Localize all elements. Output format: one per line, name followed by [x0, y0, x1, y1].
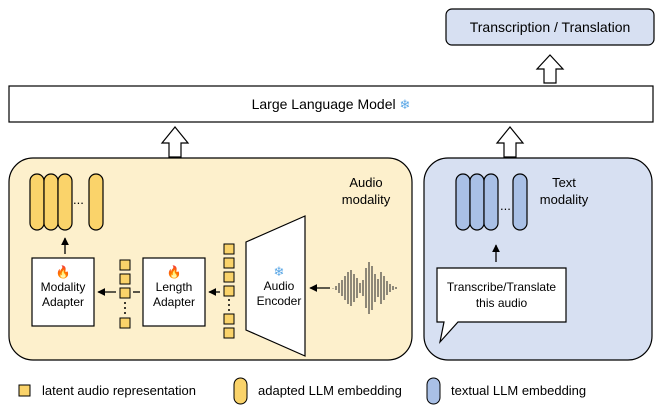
- modality-adapter-label: 🔥 Modality Adapter: [32, 265, 94, 310]
- hollow-arrow-llm-to-output: [535, 54, 565, 84]
- prompt-line1: Transcribe/Translate: [446, 280, 557, 294]
- adapted-embedding: [29, 173, 45, 231]
- adapted-embeddings: [29, 173, 104, 231]
- audio-modality-panel: [8, 157, 413, 361]
- adapted-embedding: [57, 173, 73, 231]
- latent-stack-short-dots: [124, 302, 126, 314]
- legend-label-adapted: adapted LLM embedding: [258, 383, 402, 398]
- latent-stack-long-dots: [228, 299, 230, 311]
- textual-embedding: [469, 173, 485, 231]
- audio-title-line2: modality: [341, 192, 391, 207]
- audio-encoder-label: ❄ Audio Encoder: [250, 264, 308, 309]
- textual-embedding: [512, 173, 528, 231]
- llm-label-wrap: Large Language Model ❄: [9, 96, 653, 113]
- length-adapter-line1: Length: [155, 280, 193, 294]
- length-adapter-label: 🔥 Length Adapter: [143, 265, 205, 310]
- fire-icon: 🔥: [166, 265, 182, 279]
- snowflake-icon: ❄: [399, 97, 411, 112]
- length-adapter-box: [142, 257, 206, 327]
- textual-embedding: [483, 173, 499, 231]
- text-embedding-ellipsis: ...: [500, 198, 511, 213]
- prompt-text: Transcribe/Translate this audio: [437, 279, 566, 311]
- fire-icon: 🔥: [55, 265, 71, 279]
- output-label: Transcription / Translation: [469, 19, 631, 35]
- audio-encoder-line1: Audio: [263, 279, 295, 293]
- audio-encoder-trapezoid: [245, 215, 306, 357]
- legend-square-swatch: [18, 384, 31, 397]
- text-modality-title: Text modality: [534, 174, 594, 208]
- textual-embeddings: [455, 173, 528, 231]
- prompt-line2: this audio: [475, 296, 528, 310]
- legend-label-latent: latent audio representation: [42, 383, 196, 398]
- adapted-embedding: [43, 173, 59, 231]
- audio-encoder-line2: Encoder: [256, 294, 302, 308]
- text-title-line2: modality: [539, 192, 589, 207]
- audio-embedding-ellipsis: ...: [73, 192, 84, 207]
- text-title-line1: Text: [552, 175, 576, 190]
- audio-modality-title: Audio modality: [326, 174, 406, 208]
- hollow-arrow-audio-to-llm: [160, 126, 190, 158]
- llm-label: Large Language Model: [251, 96, 396, 112]
- audio-title-line1: Audio: [349, 175, 383, 190]
- textual-embedding: [455, 173, 471, 231]
- legend-yellow-pill-swatch: [233, 377, 248, 405]
- legend-blue-pill-swatch: [426, 377, 441, 405]
- legend-label-textual: textual LLM embedding: [451, 383, 587, 398]
- flow-arrows: [61, 237, 500, 296]
- prompt-speech-bubble: [436, 267, 567, 345]
- audio-waveform: [332, 262, 397, 314]
- adapted-embedding: [88, 173, 104, 231]
- snowflake-icon: ❄: [273, 264, 285, 279]
- llm-box: [8, 85, 654, 123]
- length-adapter-line2: Adapter: [152, 295, 196, 309]
- latent-stack-short: [119, 259, 131, 329]
- output-box: [445, 8, 655, 46]
- hollow-arrow-text-to-llm: [495, 126, 525, 158]
- latent-stack-long: [223, 243, 235, 339]
- modality-adapter-line1: Modality: [40, 280, 86, 294]
- modality-adapter-line2: Adapter: [41, 295, 85, 309]
- modality-adapter-box: [31, 257, 95, 327]
